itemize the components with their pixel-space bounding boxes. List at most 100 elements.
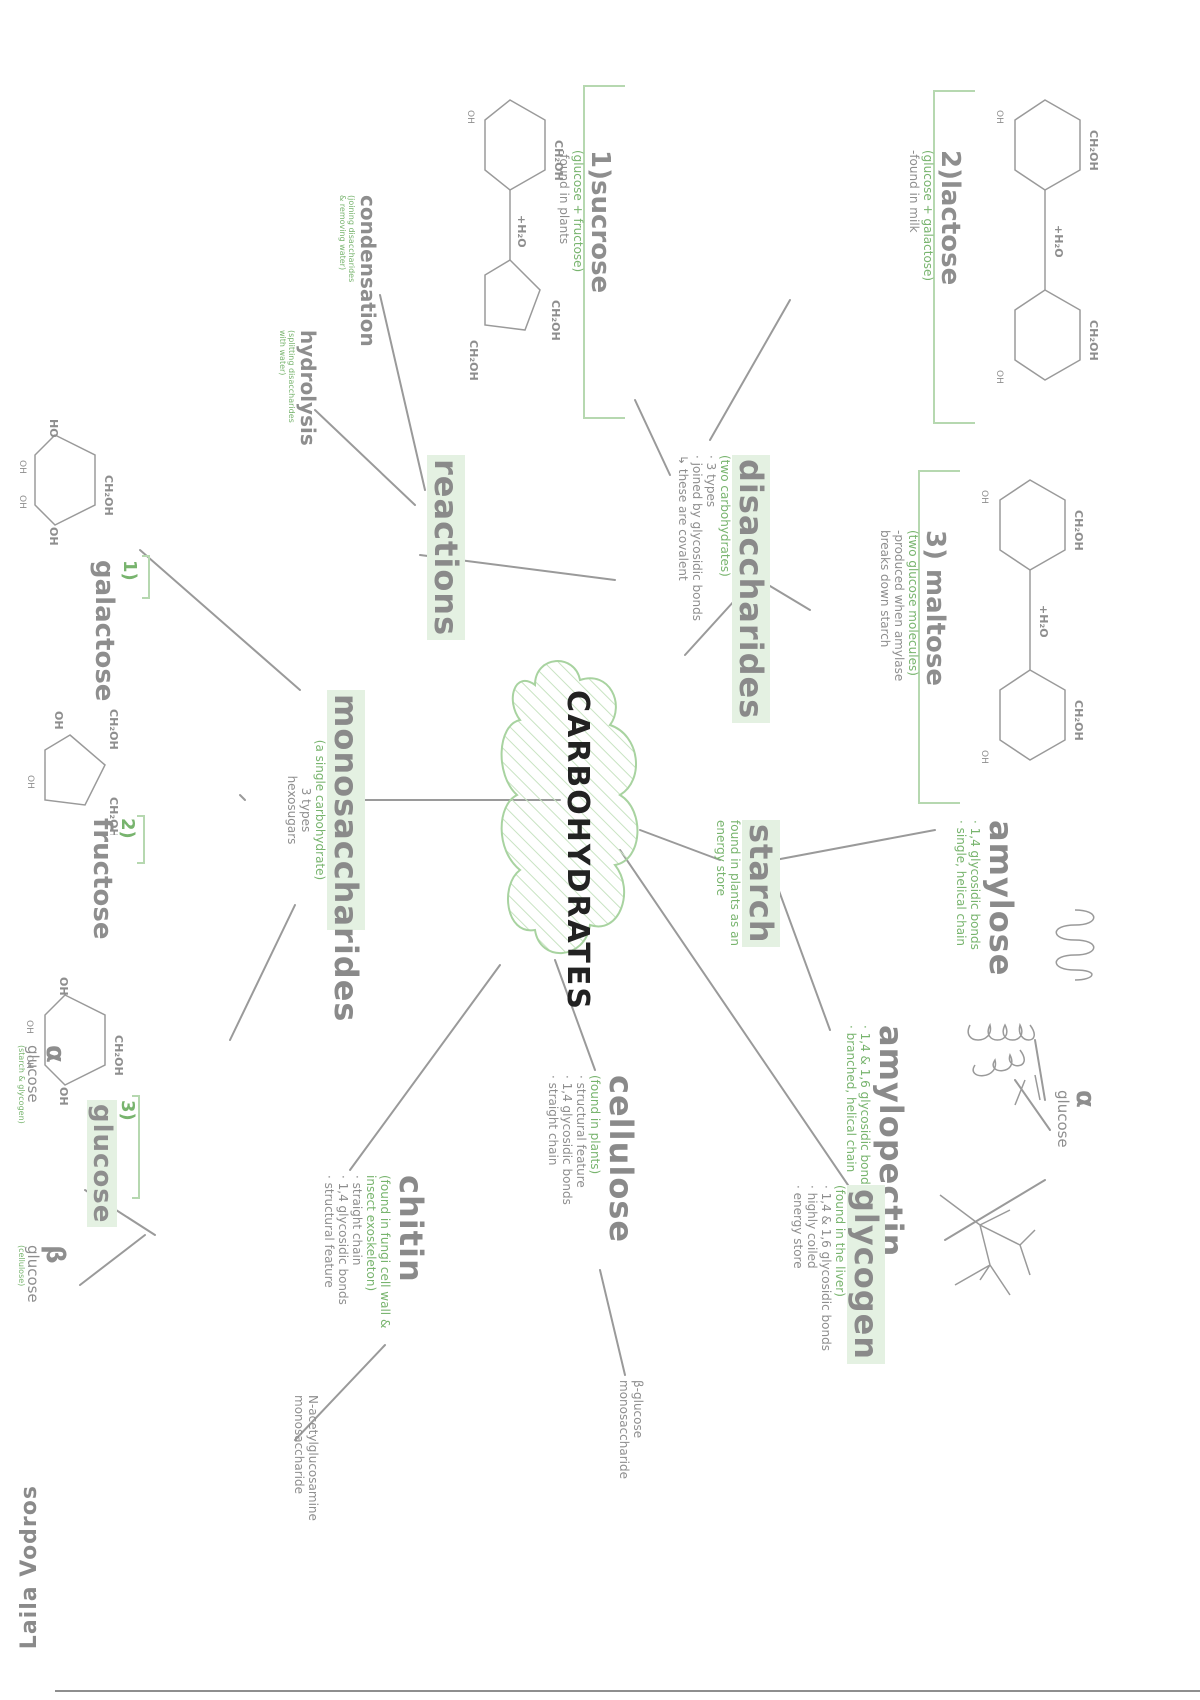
cloud-shape: [500, 660, 639, 955]
svg-text:+H₂O: +H₂O: [1037, 605, 1050, 638]
monosaccharides-line-2: hexosugars: [285, 775, 299, 845]
chitin-sub-2: insect exoskeleton): [364, 1175, 378, 1292]
svg-text:OH: OH: [57, 1087, 70, 1106]
starch-title: starch: [742, 820, 780, 948]
svg-text:OH: OH: [24, 1055, 34, 1069]
hydrolysis-node: hydrolysis (splitting disaccharides with…: [278, 330, 320, 446]
beta-glucose-name: glucose: [24, 1245, 42, 1303]
cellulose-sub: (found in plants): [588, 1075, 602, 1175]
beta-glucose-mono: β glucose (cellulose): [17, 1245, 70, 1303]
link-disaccharides-lactose: [709, 299, 791, 441]
lactose-name: lactose: [935, 179, 965, 286]
starch-line-1: found in plants as an: [728, 820, 742, 947]
monosaccharides-node: monosaccharides (a single carbohydrate) …: [285, 690, 365, 1022]
link-starch-amylopectin: [774, 879, 831, 1031]
condensation-sub-1: (joining disaccharides: [347, 195, 356, 283]
galactose-number: 1): [119, 560, 140, 581]
hydrolysis-title: hydrolysis: [296, 330, 320, 446]
disaccharides-node: disaccharides (two carbohydrates) · 3 ty…: [676, 455, 770, 724]
hydrolysis-sub-2: with water): [278, 330, 287, 376]
amylose-title: amylose: [982, 820, 1020, 977]
cellulose-line-1: · structural feature: [574, 1075, 588, 1188]
alpha-glucose-mono: α glucose (starch & glycogen): [17, 1045, 70, 1124]
chitin-line-1: · straight chain: [350, 1175, 364, 1266]
maltose-structure: CH₂OH +H₂O CH₂OH OH OH: [979, 479, 1085, 764]
svg-text:OH: OH: [17, 460, 27, 474]
alpha-glucose-starch-node: α glucose: [1054, 1090, 1100, 1148]
galactose-structure: CH₂OH OH HO OH OH: [17, 419, 115, 545]
link-monosaccharides-fructose: [239, 794, 246, 801]
bottom-rule: [55, 1690, 1200, 1692]
lactose-number: 2): [935, 150, 965, 180]
sucrose-name: sucrose: [585, 179, 615, 294]
svg-text:CH₂OH: CH₂OH: [112, 1035, 125, 1076]
maltose-note-2: breaks down starch: [878, 530, 892, 648]
alpha-glucose-note: (starch & glycogen): [17, 1045, 26, 1124]
glycogen-branch-icon: [939, 1194, 1036, 1296]
svg-text:+H₂O: +H₂O: [515, 215, 528, 248]
glycogen-line-3: · energy store: [791, 1185, 805, 1269]
lactose-node: 2)lactose (glucose + galactose) -found i…: [907, 150, 965, 285]
svg-text:OH: OH: [25, 775, 35, 789]
fructose-number: 2): [117, 818, 138, 839]
chitin-sub-1: (found in fungi cell wall &: [378, 1175, 392, 1329]
svg-text:CH₂OH: CH₂OH: [1087, 130, 1100, 171]
link-amylose-alpha-glucose: [1034, 1039, 1046, 1101]
svg-text:OH: OH: [52, 711, 65, 730]
maltose-title: 3) maltose: [920, 530, 950, 686]
link-monosaccharides-galactose: [139, 549, 301, 691]
svg-text:OH: OH: [465, 110, 475, 124]
reactions-title: reactions: [427, 455, 465, 641]
link-center-chitin: [349, 964, 501, 1171]
svg-text:OH: OH: [994, 110, 1004, 124]
disaccharides-line-3: ↳ these are covalent: [676, 455, 690, 581]
glycogen-title: glycogen: [847, 1185, 885, 1365]
svg-text:CH₂OH: CH₂OH: [467, 340, 480, 381]
cellulose-monomer-node: β-glucose monosaccharide: [617, 1380, 645, 1479]
author-name: Laila Vodros: [17, 1485, 42, 1650]
alpha-glucose-starch-name: glucose: [1054, 1090, 1072, 1148]
link-starch-amylose: [774, 829, 936, 861]
maltose-note-1: -produced when amylase: [892, 530, 906, 682]
amylose-line-1: · 1,4 glycosidic bonds: [968, 820, 982, 950]
sucrose-title: 1)sucrose: [585, 150, 615, 293]
svg-text:CH₂OH: CH₂OH: [1072, 700, 1085, 741]
svg-text:OH: OH: [24, 1020, 34, 1034]
glucose-name: glucose: [87, 1100, 117, 1228]
alpha-symbol: α: [40, 1045, 70, 1063]
alpha-glucose-name: glucose: [24, 1045, 42, 1103]
svg-text:CH₂OH: CH₂OH: [549, 300, 562, 341]
cellulose-line-3: · straight chain: [546, 1075, 560, 1166]
chitin-monomer-node: N-acetylglucosamine monosaccharide: [292, 1395, 320, 1521]
fructose-structure: CH₂OH CH₂OH OH OH: [25, 709, 120, 835]
lactose-note: -found in milk: [907, 150, 921, 233]
alpha-symbol-starch: α: [1070, 1090, 1100, 1108]
maltose-sub: (two glucose molecules): [906, 530, 920, 676]
condensation-sub-2: & removing water): [338, 195, 347, 271]
amylose-node: amylose · 1,4 glycosidic bonds · single,…: [954, 820, 1020, 977]
svg-text:OH: OH: [979, 490, 989, 504]
glycogen-line-1: · 1,4 & 1,6 glycosidic bonds: [819, 1185, 833, 1351]
glucose-number: 3): [117, 1100, 138, 1121]
link-disaccharides-sucrose: [634, 399, 671, 476]
link-reactions-condensation: [379, 294, 426, 491]
glucose-label: 3) glucose: [87, 1100, 138, 1228]
svg-text:CH₂OH: CH₂OH: [1087, 320, 1100, 361]
link-amylopectin-alpha-glucose: [1014, 1079, 1051, 1131]
chitin-line-2: · 1,4 glycosidic bonds: [336, 1175, 350, 1305]
amylose-line-2: · single, helical chain: [954, 820, 968, 947]
chitin-node: chitin (found in fungi cell wall & insec…: [322, 1175, 430, 1328]
condensation-title: condensation: [356, 195, 380, 347]
starch-line-2: energy store: [714, 820, 728, 896]
hydrolysis-sub-1: (splitting disaccharides: [287, 330, 296, 423]
link-center-cellulose: [554, 959, 596, 1071]
chitin-monomer-1: N-acetylglucosamine: [306, 1395, 320, 1521]
monosaccharides-title: monosaccharides: [327, 690, 365, 1022]
svg-text:OH: OH: [57, 977, 70, 996]
svg-text:OH: OH: [17, 495, 27, 509]
lactose-sub: (glucose + galactose): [921, 150, 935, 282]
svg-text:OH: OH: [979, 750, 989, 764]
reactions-node: reactions: [427, 455, 465, 641]
